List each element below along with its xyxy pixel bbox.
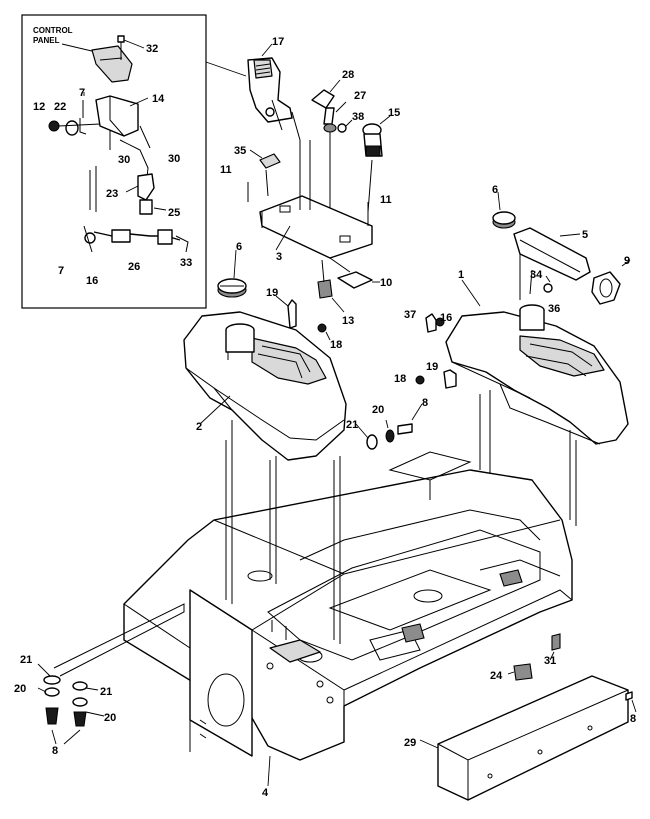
callout-13: 13 bbox=[342, 315, 354, 327]
callout-31: 31 bbox=[544, 655, 556, 667]
callout-6-left: 6 bbox=[236, 241, 242, 253]
lever-assembly-5 bbox=[492, 191, 631, 305]
callout-24: 24 bbox=[490, 670, 503, 682]
callout-19-left: 19 bbox=[266, 287, 278, 299]
screw-32 bbox=[117, 35, 125, 43]
callout-38: 38 bbox=[352, 111, 364, 123]
bracket-19-left bbox=[287, 299, 297, 329]
knob-6-left bbox=[217, 278, 247, 298]
callout-17: 17 bbox=[272, 36, 284, 48]
callout-14: 14 bbox=[152, 93, 165, 105]
fitting-23 bbox=[137, 173, 155, 201]
bracket-37 bbox=[425, 313, 437, 333]
hardware-left bbox=[37, 603, 185, 745]
callout-12: 12 bbox=[33, 101, 45, 113]
bracket-19-right bbox=[443, 369, 457, 389]
callout-25: 25 bbox=[168, 207, 180, 219]
bracket-29 bbox=[419, 675, 629, 801]
callout-33: 33 bbox=[180, 257, 192, 269]
callout-21-left-bottom: 21 bbox=[100, 686, 112, 698]
callout-34: 34 bbox=[530, 269, 543, 281]
callout-18-left: 18 bbox=[330, 339, 342, 351]
callout-8-left: 8 bbox=[52, 745, 58, 757]
switch-27-28-38 bbox=[311, 79, 353, 221]
callout-11-a: 11 bbox=[220, 164, 232, 176]
pedal-assembly bbox=[247, 43, 301, 141]
frame-4 bbox=[123, 451, 573, 761]
callout-32: 32 bbox=[146, 43, 158, 55]
callout-22: 22 bbox=[54, 101, 66, 113]
callout-35: 35 bbox=[234, 145, 246, 157]
callout-3: 3 bbox=[276, 251, 282, 263]
callout-labels: 17 32 28 27 38 15 7 14 12 22 30 30 35 11… bbox=[14, 36, 636, 799]
callout-7-inset: 7 bbox=[79, 87, 85, 99]
callout-37: 37 bbox=[404, 309, 416, 321]
callout-29: 29 bbox=[404, 737, 416, 749]
callout-30-a: 30 bbox=[118, 154, 130, 166]
callout-20-left-top: 20 bbox=[14, 683, 26, 695]
right-console-1 bbox=[445, 304, 629, 445]
callout-8-mid: 8 bbox=[422, 397, 428, 409]
switch-15 bbox=[362, 115, 391, 213]
washer-22 bbox=[65, 120, 79, 136]
relay-35 bbox=[259, 153, 281, 169]
control-panel-plate bbox=[91, 45, 133, 83]
left-console-2 bbox=[183, 311, 347, 461]
knob-12 bbox=[48, 120, 60, 132]
nut-18-right bbox=[415, 375, 425, 385]
callout-8-right: 8 bbox=[630, 713, 636, 725]
callout-20-mid: 20 bbox=[372, 404, 384, 416]
pad-10 bbox=[337, 271, 373, 289]
callout-2: 2 bbox=[196, 421, 202, 433]
callout-21-mid: 21 bbox=[346, 419, 358, 431]
inset-title-line2: PANEL bbox=[33, 36, 60, 45]
callout-28: 28 bbox=[342, 69, 354, 81]
callout-16-right: 16 bbox=[440, 312, 452, 324]
callout-20-left-bottom: 20 bbox=[104, 712, 116, 724]
callout-30-b: 30 bbox=[168, 153, 180, 165]
inset-title-line1: CONTROL bbox=[33, 26, 73, 35]
callout-1: 1 bbox=[458, 269, 464, 281]
callout-19-right: 19 bbox=[426, 361, 438, 373]
callout-10: 10 bbox=[380, 277, 392, 289]
callout-9: 9 bbox=[624, 255, 630, 267]
callout-21-left-top: 21 bbox=[20, 654, 32, 666]
callout-15: 15 bbox=[388, 107, 400, 119]
control-panel-inset: CONTROL PANEL bbox=[21, 14, 207, 309]
hardware-mid bbox=[355, 403, 423, 450]
callout-6-right: 6 bbox=[492, 184, 498, 196]
callout-16-inset: 16 bbox=[86, 275, 98, 287]
callout-5: 5 bbox=[582, 229, 588, 241]
callout-11-b: 11 bbox=[380, 194, 392, 206]
bushing-13 bbox=[317, 279, 333, 299]
callout-18-right: 18 bbox=[394, 373, 406, 385]
nut-16-right bbox=[435, 317, 445, 327]
nut-18-left bbox=[317, 323, 327, 333]
callout-27: 27 bbox=[354, 90, 366, 102]
callout-26: 26 bbox=[128, 261, 140, 273]
bolt-31 bbox=[551, 633, 561, 651]
callout-23: 23 bbox=[106, 188, 118, 200]
callout-4: 4 bbox=[262, 787, 269, 799]
callout-36: 36 bbox=[548, 303, 560, 315]
bolt-24 bbox=[513, 663, 533, 681]
bracket-3 bbox=[259, 195, 373, 259]
callout-7-lower: 7 bbox=[58, 265, 64, 277]
